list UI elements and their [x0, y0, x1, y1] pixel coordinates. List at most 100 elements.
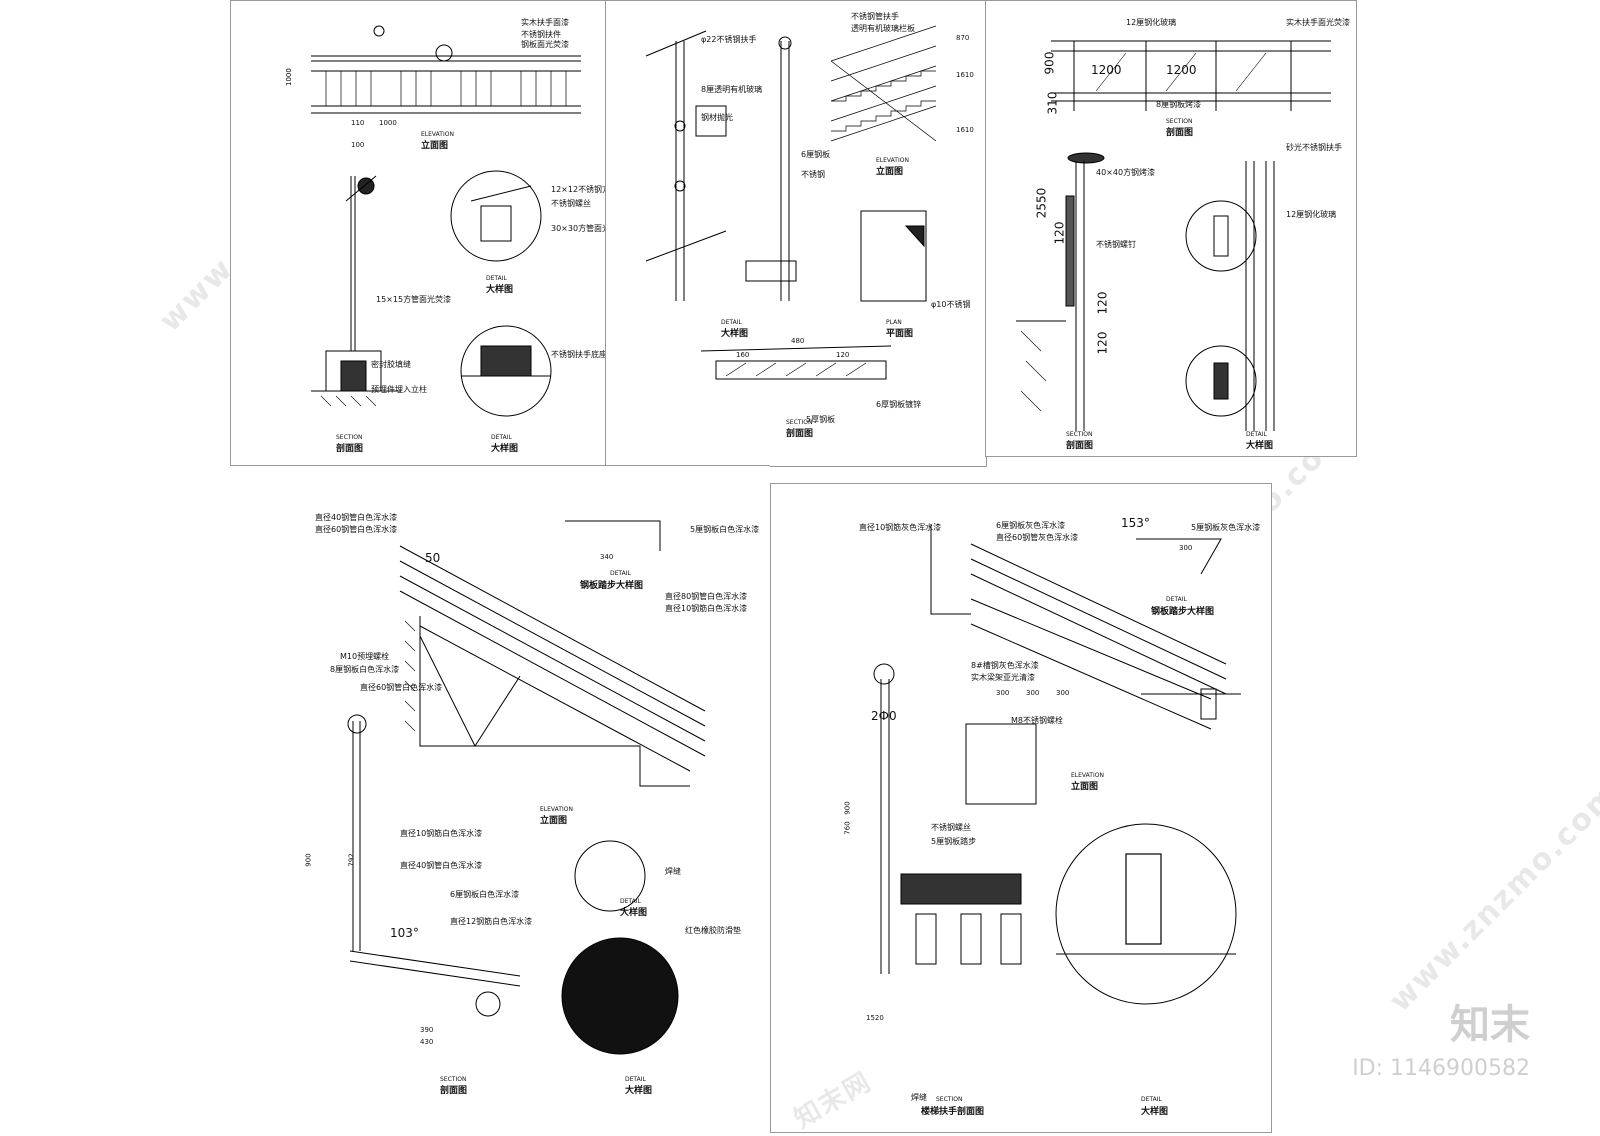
dimension-label: 300 [1179, 544, 1193, 552]
view-title-en: DETAIL [1246, 431, 1267, 438]
view-title-en: DETAIL [486, 275, 507, 282]
brand-watermark: 知末 ID: 1146900582 [1352, 992, 1530, 1081]
view-title-en: DETAIL [1141, 1096, 1162, 1103]
view-title: 剖面图 [1166, 128, 1194, 138]
view-title: 剖面图 [786, 429, 814, 439]
view-title: 大样图 [491, 444, 519, 454]
callout-label: 6厘钢板白色浑水漆 [450, 890, 520, 899]
dimension-label: 1520 [866, 1014, 884, 1022]
callout-label: 红色橡胶防滑垫 [685, 926, 741, 935]
callout-label: φ22不锈钢扶手 [701, 35, 757, 44]
callout-label: 5厘钢板踏步 [931, 837, 977, 846]
view-title-en: DETAIL [620, 898, 641, 905]
dimension-label: 160 [736, 351, 750, 359]
dimension-label: 2550 [1034, 187, 1049, 219]
view-title-en: SECTION [936, 1096, 963, 1103]
dimension-label: 100 [351, 141, 365, 149]
callout-label: 钢材抛光 [701, 113, 733, 122]
callout-label: 直径10钢筋白色浑水漆 [665, 604, 748, 613]
view-title-en: ELEVATION [540, 806, 573, 813]
callout-label: 30×30方管面光荧漆 [551, 224, 627, 233]
svg-text:1000: 1000 [285, 68, 293, 86]
dimension-label: 120 [1095, 331, 1110, 355]
dimension-label: 480 [791, 337, 805, 345]
dimension-label: 900 [304, 853, 313, 867]
callout-label: 12厘钢化玻璃 [1126, 18, 1177, 27]
callout-label: 5厘钢板白色浑水漆 [690, 525, 760, 534]
view-title: 立面图 [540, 816, 568, 826]
dimension-label: 120 [836, 351, 850, 359]
view-title-en: SECTION [336, 434, 363, 441]
view-title-en: ELEVATION [421, 131, 454, 138]
drawing-sheet-1: 1000 1000 110 100 实木扶手面漆 不锈钢扶件 钢板面光荧漆 12… [230, 0, 626, 467]
dimension-label: 1200 [1166, 63, 1197, 77]
dimension-label: 430 [420, 1038, 434, 1046]
dimension-label: 153° [1121, 516, 1150, 530]
callout-label: 直径10钢筋灰色浑水漆 [859, 523, 942, 532]
dimension-label: 1610 [956, 126, 974, 134]
view-title: 立面图 [876, 167, 904, 177]
callout-label: 密封胶填缝 [371, 360, 411, 369]
dimension-label: 300 [1026, 689, 1040, 697]
view-title-en: ELEVATION [876, 157, 909, 164]
callout-label: 透明有机玻璃栏板 [851, 24, 915, 33]
callout-label: 8厘透明有机玻璃 [701, 85, 763, 94]
dimension-label: 103° [390, 926, 419, 940]
callout-label: 预埋件埋入立柱 [371, 385, 427, 394]
dimension-label: 1610 [956, 71, 974, 79]
dimension-label: 2Ф0 [871, 709, 897, 723]
view-title: 钢板踏步大样图 [1151, 607, 1215, 617]
callout-label: 5厚钢板 [806, 415, 836, 424]
dimension-label: 120 [1052, 221, 1067, 245]
view-title: 钢板踏步大样图 [580, 581, 644, 591]
view-title-en: ELEVATION [1071, 772, 1104, 779]
dimension-label: 792 [347, 853, 356, 867]
view-title: 大样图 [1141, 1107, 1169, 1117]
callout-label: 焊缝 [911, 1093, 927, 1102]
brand-logo: 知末 [1450, 1001, 1530, 1048]
callout-label: 直径12钢筋白色浑水漆 [450, 917, 533, 926]
callout-label: 不锈钢螺钉 [1096, 240, 1136, 249]
callout-label: φ10不锈钢 [931, 300, 971, 309]
callout-label: 5厘钢板灰色浑水漆 [1191, 523, 1261, 532]
callout-label: M8不锈钢螺栓 [1011, 716, 1063, 725]
watermark-text: www.znzmo.com [1382, 776, 1600, 1019]
view-title: 大样图 [620, 908, 648, 918]
dimension-label: 310 [1045, 91, 1060, 115]
view-title-en: DETAIL [721, 319, 742, 326]
handrail-drawing-5 [873, 524, 1241, 1005]
callout-label: 15×15方管面光荧漆 [376, 295, 452, 304]
dimension-label: 110 [351, 119, 365, 127]
dimension-label: 900 [1042, 51, 1057, 75]
handrail-drawing-1: 1000 [285, 25, 581, 417]
view-title-en: SECTION [440, 1076, 467, 1083]
callout-label: 6厚钢板镀锌 [876, 400, 922, 409]
view-title-en: SECTION [1066, 431, 1093, 438]
dimension-label: 1200 [1091, 63, 1122, 77]
handrail-drawing-3 [1016, 40, 1331, 431]
callout-label: 不锈钢扶件 [521, 30, 561, 39]
callout-label: 8厘钢板白色浑水漆 [330, 665, 400, 674]
callout-label: 不锈钢管扶手 [851, 12, 899, 21]
view-title-en: DETAIL [491, 434, 512, 441]
callout-label: 实木扶手面漆 [521, 18, 569, 27]
callout-label: 12×12不锈钢方管 [551, 185, 619, 194]
view-title-en: SECTION [1166, 118, 1193, 125]
dimension-label: 340 [600, 553, 614, 561]
dimension-label: 300 [1056, 689, 1070, 697]
callout-label: 12厘钢化玻璃 [1286, 210, 1337, 219]
callout-label: 直径60钢管白色浑水漆 [360, 683, 443, 692]
callout-label: 8#槽钢灰色浑水漆 [971, 661, 1039, 670]
dimension-label: 900 [843, 801, 852, 815]
dimension-label: 760 [843, 821, 852, 835]
view-title-en: DETAIL [625, 1076, 646, 1083]
view-title: 大样图 [625, 1086, 653, 1096]
image-id-label: ID: 1146900582 [1352, 1056, 1530, 1081]
view-title: 剖面图 [1066, 441, 1094, 451]
dimension-label: 50 [425, 551, 441, 565]
view-title: 大样图 [486, 285, 514, 295]
view-title: 大样图 [1246, 441, 1274, 451]
view-title: 剖面图 [440, 1086, 468, 1096]
view-title: 立面图 [1071, 782, 1099, 792]
callout-label: 直径80钢管白色浑水漆 [665, 592, 748, 601]
